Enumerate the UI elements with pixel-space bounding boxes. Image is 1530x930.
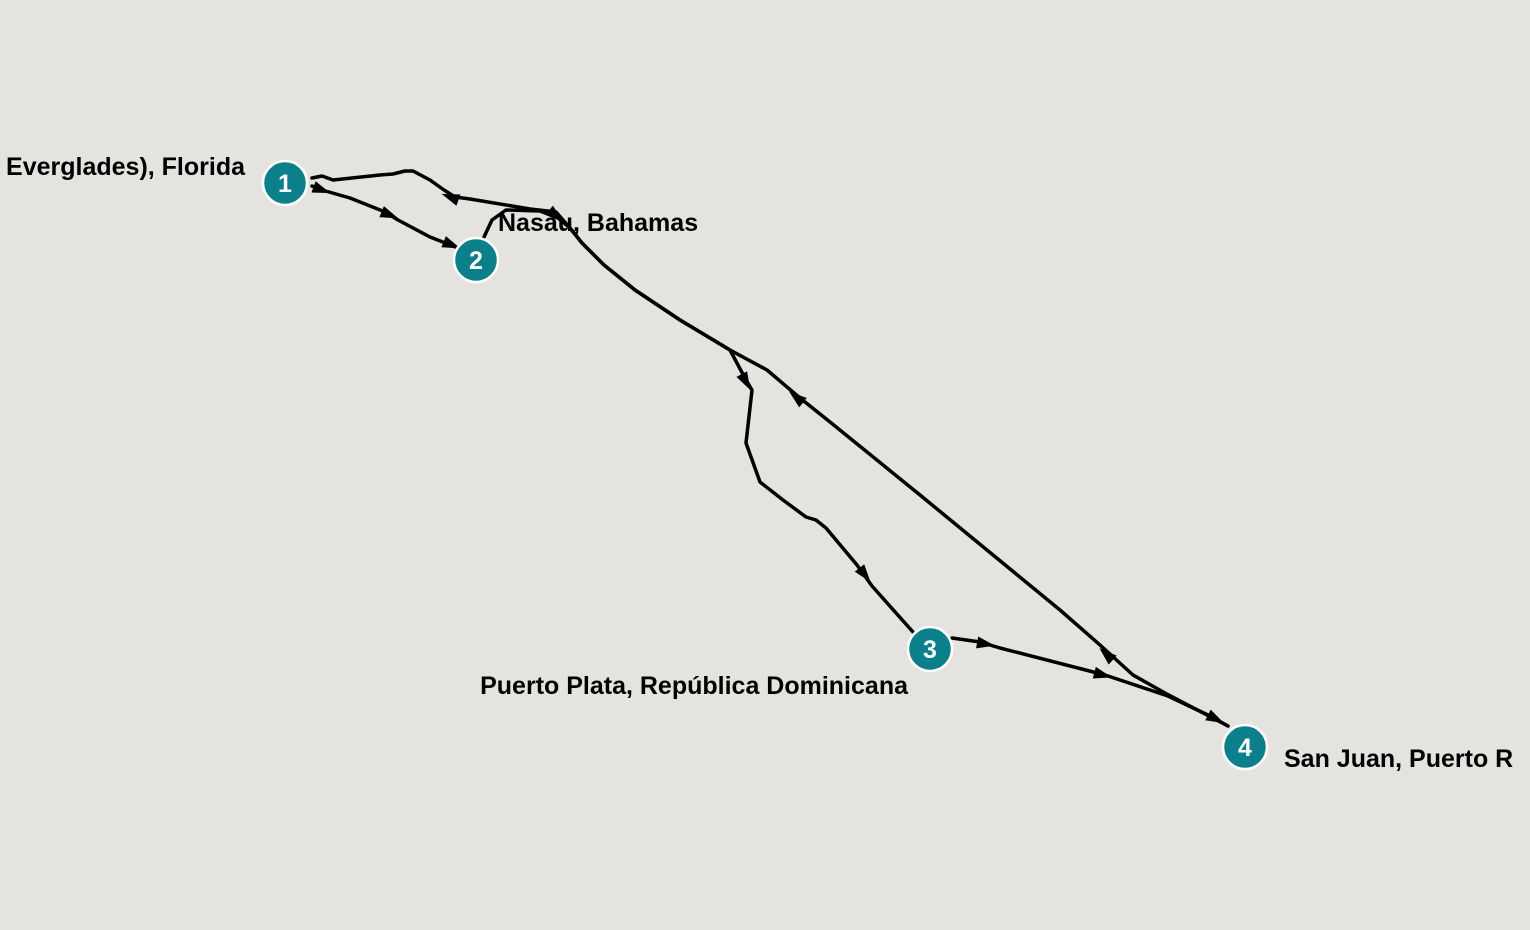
route-leg-2-to-3 <box>482 208 915 634</box>
port-marker-2[interactable]: 2 <box>452 236 500 284</box>
marker-number: 1 <box>278 170 292 198</box>
marker-number: 3 <box>923 636 937 664</box>
marker-circle <box>261 159 309 207</box>
direction-arrow <box>441 236 461 249</box>
port-marker-4[interactable]: 4 <box>1221 723 1269 771</box>
marker-circle <box>906 625 954 673</box>
marker-circle <box>1221 723 1269 771</box>
direction-arrow <box>1092 666 1112 679</box>
marker-number: 4 <box>1238 734 1252 762</box>
route-leg-4-to-1 <box>310 169 1230 728</box>
port-marker-1[interactable]: 1 <box>261 159 309 207</box>
marker-number: 2 <box>469 247 483 275</box>
marker-circle <box>452 236 500 284</box>
direction-arrow <box>1205 709 1225 724</box>
direction-arrow <box>789 391 807 408</box>
direction-arrow <box>736 371 751 390</box>
direction-arrow <box>976 636 995 649</box>
direction-arrow <box>379 206 399 219</box>
port-label-1: Everglades), Florida <box>6 153 246 181</box>
route-leg-3-to-4 <box>950 636 1230 728</box>
direction-arrow <box>854 564 871 583</box>
direction-arrow <box>441 193 461 206</box>
port-marker-3[interactable]: 3 <box>906 625 954 673</box>
direction-arrow <box>311 181 331 194</box>
direction-arrow <box>545 205 563 222</box>
direction-arrow <box>1099 647 1117 665</box>
port-label-2: Nasau, Bahamas <box>498 209 698 237</box>
port-label-3: Puerto Plata, República Dominicana <box>480 672 909 700</box>
port-label-4: San Juan, Puerto R <box>1284 745 1513 773</box>
